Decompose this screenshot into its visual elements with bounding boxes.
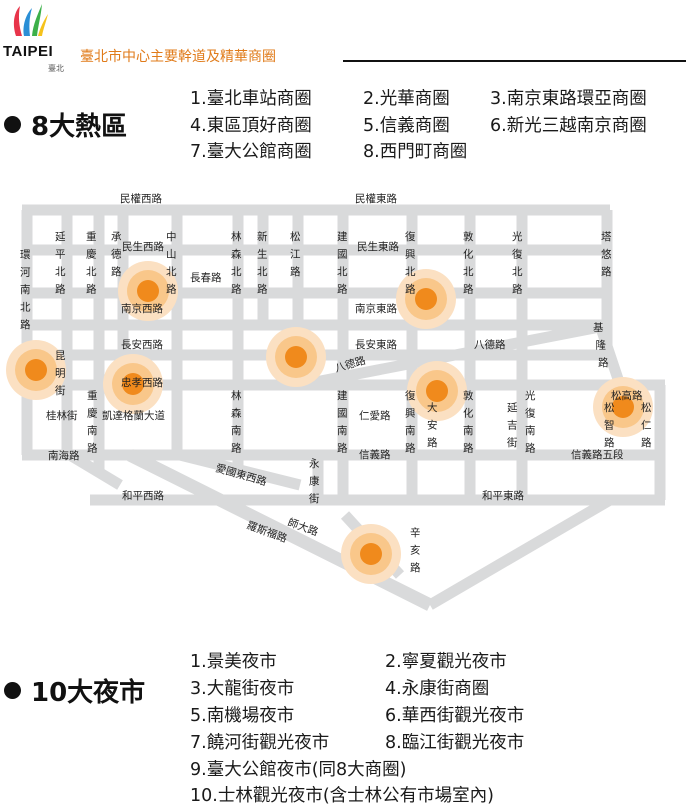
road-labels: 民權西路民權東路延平北路重慶北路承德路民生西路中山北路林森北路新生北路松江路建國… [20, 192, 652, 574]
road-label: 塔悠路 [601, 230, 612, 278]
hot-zone-item: 2.光華商圈 [363, 89, 450, 109]
taipei-logo-icon [13, 4, 48, 36]
hotspot-marker [407, 361, 467, 421]
night-market-item: 5.南機場夜市 [190, 706, 295, 726]
night-markets-heading: 10大夜市 [4, 672, 145, 709]
road-label: 八德路 [474, 338, 506, 351]
road-label: 民生東路 [357, 240, 399, 253]
hot-zone-item: 5.信義商圈 [363, 116, 450, 136]
bullet-icon [4, 116, 21, 133]
road-label: 林森北路 [231, 230, 242, 296]
road-label: 林森南路 [231, 389, 242, 455]
hotspot-marker [396, 269, 456, 329]
road-label: 永康街 [309, 457, 320, 505]
road-label: 松智路 [604, 401, 615, 449]
road-label: 仁愛路 [359, 409, 391, 422]
road-label: 大安路 [427, 401, 438, 449]
hot-zone-item: 1.臺北車站商圈 [190, 89, 312, 109]
road-label: 昆明街 [55, 350, 66, 397]
hot-zone-item: 8.西門町商圈 [363, 142, 468, 162]
road-label: 承德路 [111, 231, 122, 278]
hot-zone-item: 4.東區頂好商圈 [190, 116, 312, 136]
road-label: 長安東路 [355, 338, 397, 351]
hot-zones-heading: 8大熱區 [4, 106, 127, 143]
logo-wordmark: TAIPEI [3, 43, 54, 60]
road-label: 忠孝西路 [121, 376, 163, 389]
hotspot-marker [103, 354, 163, 414]
road-label: 松高路 [611, 389, 643, 402]
bullet-icon [4, 682, 21, 699]
road-label: 桂林街 [46, 409, 78, 422]
night-market-item: 8.臨江街觀光夜市 [385, 733, 525, 753]
hot-zone-item: 6.新光三越南京商圈 [490, 116, 647, 136]
hot-zone-item: 7.臺大公館商圈 [190, 142, 312, 162]
road-label: 長春路 [190, 271, 222, 284]
road-label: 延吉街 [507, 402, 518, 449]
road-label: 延平北路 [55, 231, 66, 296]
road-label: 建國南路 [337, 389, 348, 455]
road-label: 松江路 [290, 230, 301, 278]
road-label: 重慶南路 [87, 389, 98, 455]
road-label: 中山北路 [166, 230, 177, 296]
night-market-item: 4.永康街商圈 [385, 679, 490, 699]
road-label: 建國北路 [337, 230, 348, 296]
night-market-item: 3.大龍街夜市 [190, 679, 295, 699]
road-label: 松仁路 [641, 401, 652, 449]
road-label: 光復南路 [525, 389, 536, 455]
road-label: 南海路 [48, 449, 80, 462]
road-label: 和平西路 [122, 489, 164, 502]
hotspot-marker [593, 377, 653, 437]
road-label: 信義路 [359, 448, 391, 461]
road-label: 復興南路 [405, 389, 416, 455]
road-label: 南京東路 [355, 302, 397, 315]
night-market-item: 1.景美夜市 [190, 652, 277, 672]
road-label: 長安西路 [121, 338, 163, 351]
night-market-item: 7.饒河街觀光夜市 [190, 733, 330, 753]
road-label: 凱達格蘭大道 [102, 409, 165, 422]
road-label: 信義路五段 [571, 448, 624, 461]
road-label: 民生西路 [122, 240, 164, 253]
road-label: 新生北路 [257, 230, 268, 296]
road-label: 基隆路 [593, 321, 609, 369]
road-label: 民權西路 [120, 192, 162, 205]
hotspot-marker [266, 327, 326, 387]
road-label: 光復北路 [512, 230, 523, 296]
road-label: 辛亥路 [410, 526, 421, 574]
road-label: 環河南北路 [20, 249, 31, 331]
night-market-item: 9.臺大公館夜市(同8大商圈) [190, 760, 407, 780]
night-market-item: 2.寧夏觀光夜市 [385, 652, 507, 672]
hotspot-marker [6, 340, 66, 400]
night-market-item: 10.士林觀光夜市(含士林公有市場室內) [190, 786, 494, 806]
hotspot-marker [341, 524, 401, 584]
road-label: 復興北路 [405, 230, 416, 296]
road-map: 民權西路民權東路延平北路重慶北路承德路民生西路中山北路林森北路新生北路松江路建國… [6, 192, 666, 611]
logo-subtext: 臺北 [48, 64, 64, 73]
title-divider [343, 60, 686, 62]
night-market-item: 6.華西街觀光夜市 [385, 706, 525, 726]
road-label: 重慶北路 [86, 230, 97, 296]
hotspot-marker [118, 261, 178, 321]
road-label: 南京西路 [121, 302, 163, 315]
hotspots [6, 261, 653, 584]
hot-zone-item: 3.南京東路環亞商圈 [490, 89, 647, 109]
road-label: 民權東路 [355, 192, 397, 205]
road-label: 敦化南路 [463, 389, 474, 455]
road-label: 和平東路 [482, 489, 524, 502]
road-label: 敦化北路 [463, 230, 474, 296]
page-title: 臺北市中心主要幹道及精華商圈 [80, 49, 276, 65]
